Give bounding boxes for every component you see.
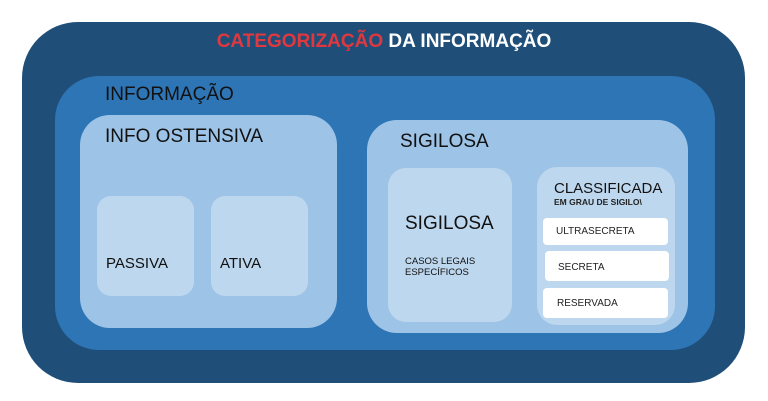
level-secreta-label: SECRETA: [558, 262, 605, 273]
passiva-label: PASSIVA: [106, 255, 168, 272]
level-ultrasecreta-box: [543, 218, 668, 245]
level-ultrasecreta-label: ULTRASECRETA: [556, 226, 635, 237]
level-secreta-box: [545, 251, 669, 281]
info-ostensiva-label: INFO OSTENSIVA: [105, 126, 264, 147]
ativa-label: ATIVA: [220, 255, 262, 272]
sigilosa-inner-description: CASOS LEGAIS ESPECÍFICOS: [405, 256, 476, 278]
classificada-label: CLASSIFICADA: [554, 180, 663, 197]
diagram-title: CATEGORIZAÇÃO DA INFORMAÇÃO: [0, 31, 768, 53]
passiva-box: [97, 196, 194, 296]
level-reservada-label: RESERVADA: [557, 298, 618, 309]
title-rest: DA INFORMAÇÃO: [383, 31, 552, 52]
sigilosa-inner-box: [388, 168, 512, 322]
informacao-label: INFORMAÇÃO: [105, 84, 234, 105]
ativa-box: [211, 196, 308, 296]
sigilosa-inner-label: SIGILOSA: [405, 213, 494, 234]
classificada-sublabel: EM GRAU DE SIGILO\: [554, 197, 642, 207]
level-reservada-box: [543, 288, 668, 318]
sigilosa-label: SIGILOSA: [400, 131, 489, 152]
title-highlight: CATEGORIZAÇÃO: [216, 31, 384, 52]
